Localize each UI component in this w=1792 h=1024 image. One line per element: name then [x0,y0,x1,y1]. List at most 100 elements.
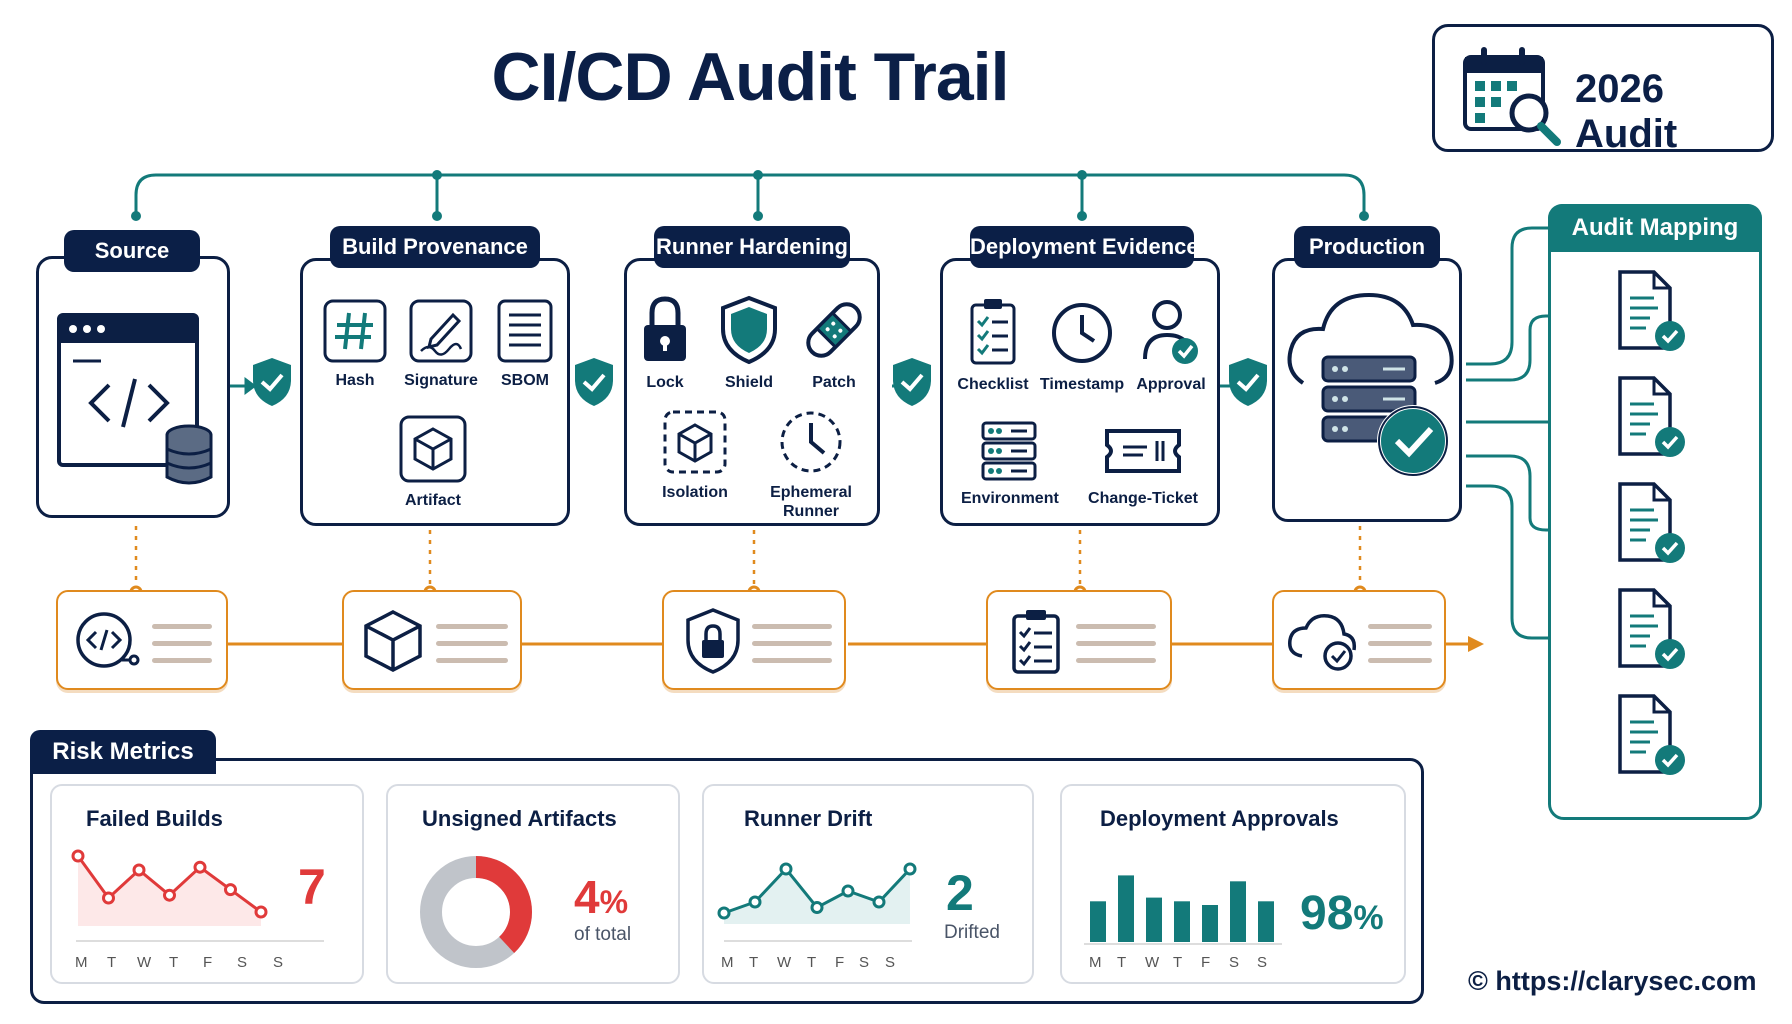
record-card-source[interactable] [56,590,228,690]
document-list-icon [497,299,553,363]
record-card-deploy[interactable] [986,590,1172,690]
item-lock[interactable]: Lock [631,295,699,392]
day-label: T [807,954,817,971]
trend-area [724,869,910,924]
item-environment[interactable]: Environment [961,421,1059,508]
document-check-list [1618,270,1687,777]
item-hash[interactable]: Hash [317,299,393,390]
stage-runner-hardening[interactable]: Lock Shield Patch Isolation Ephemeral [624,258,880,526]
pen-signature-icon [409,299,473,363]
item-environment-label: Environment [961,490,1059,507]
hash-icon [323,299,387,363]
stage-source[interactable] [36,256,230,518]
stage-deployment-evidence[interactable]: Checklist Timestamp Approval Environment… [940,258,1220,526]
trend-point [717,906,731,920]
item-approval-label: Approval [1136,376,1206,393]
clipboard-checklist-icon [970,299,1016,365]
audit-mapping-header: Audit Mapping [1548,204,1762,252]
cloud-check-icon [1288,614,1357,671]
item-change-ticket-label: Change-Ticket [1088,490,1198,507]
audit-badge[interactable]: 2026 Audit [1432,24,1774,156]
metric-value: 4% [574,870,628,924]
code-database-icon [57,313,213,485]
trend-point [903,862,917,876]
day-label: M [721,954,734,971]
isolated-cube-icon [663,410,727,474]
shield-check-icon [893,358,931,406]
record-lines [752,624,832,675]
lock-icon [644,296,686,361]
approval-bar [1202,905,1218,942]
item-lock-label: Lock [646,374,684,391]
runner-drift-line-chart [717,862,917,942]
day-label: T [169,954,179,971]
item-shield[interactable]: Shield [711,295,787,392]
record-lines [436,624,508,675]
item-patch[interactable]: Patch [795,295,873,392]
user-check-icon [1143,300,1198,364]
cube-icon [399,415,467,483]
item-change-ticket[interactable]: Change-Ticket [1083,421,1203,508]
day-label: S [273,954,284,971]
audit-mapping-documents [1548,270,1762,800]
item-signature[interactable]: Signature [399,299,483,390]
value-unit: % [1353,899,1384,937]
record-card-production[interactable] [1272,590,1446,690]
document-check-icon [1618,482,1687,565]
item-isolation[interactable]: Isolation [655,409,735,502]
day-label: S [859,954,870,971]
item-isolation-label: Isolation [662,484,728,501]
day-label: T [1173,954,1183,971]
metric-title: Runner Drift [744,806,873,831]
record-card-runner[interactable] [662,590,846,690]
item-artifact[interactable]: Artifact [389,415,477,510]
item-patch-label: Patch [812,374,856,391]
item-checklist[interactable]: Checklist [953,297,1033,394]
metric-value: 2 [946,865,974,921]
day-label: T [749,954,759,971]
item-timestamp[interactable]: Timestamp [1039,297,1125,394]
metric-title: Unsigned Artifacts [422,806,617,831]
approval-bar [1090,901,1106,942]
trend-point [841,884,855,898]
trend-point [810,901,824,914]
approval-bar [1230,881,1246,942]
item-approval[interactable]: Approval [1129,297,1213,394]
cloud-server-icon [1287,292,1454,477]
shield-check-icon [1229,358,1267,406]
stage-source-label: Source [64,230,200,272]
document-check-icon [1618,588,1687,671]
value-number: 4 [574,871,600,923]
clipboard-checklist-icon [1012,610,1060,674]
stage-production[interactable] [1272,258,1462,522]
trend-area [78,856,261,926]
shield-check-icon [575,358,613,406]
record-lines [152,624,212,675]
calendar-search-icon [1463,47,1561,146]
stage-build-provenance[interactable]: Hash Signature SBOM Artifact [300,258,570,526]
stage-build-label: Build Provenance [330,226,540,268]
record-card-build[interactable] [342,590,522,690]
day-label: W [1145,954,1160,971]
unsigned-artifacts-donut [420,856,532,968]
trend-point [132,863,146,877]
day-label: M [75,954,88,971]
metric-caption: Drifted [944,922,1000,943]
stage-runner-label: Runner Hardening [654,226,850,268]
record-lines [1076,624,1156,675]
day-label: W [777,954,792,971]
record-lines [1368,624,1432,675]
document-check-icon [1618,376,1687,459]
risk-metrics-label: Risk Metrics [30,730,216,774]
item-sbom[interactable]: SBOM [487,299,563,390]
trend-point [748,895,762,909]
stage-deploy-label: Deployment Evidence [970,226,1199,268]
metric-unsigned-artifacts[interactable]: Unsigned Artifacts 4% of total [386,784,680,984]
bandage-icon [806,302,862,358]
item-ephemeral-runner[interactable]: Ephemeral Runner [761,409,861,521]
